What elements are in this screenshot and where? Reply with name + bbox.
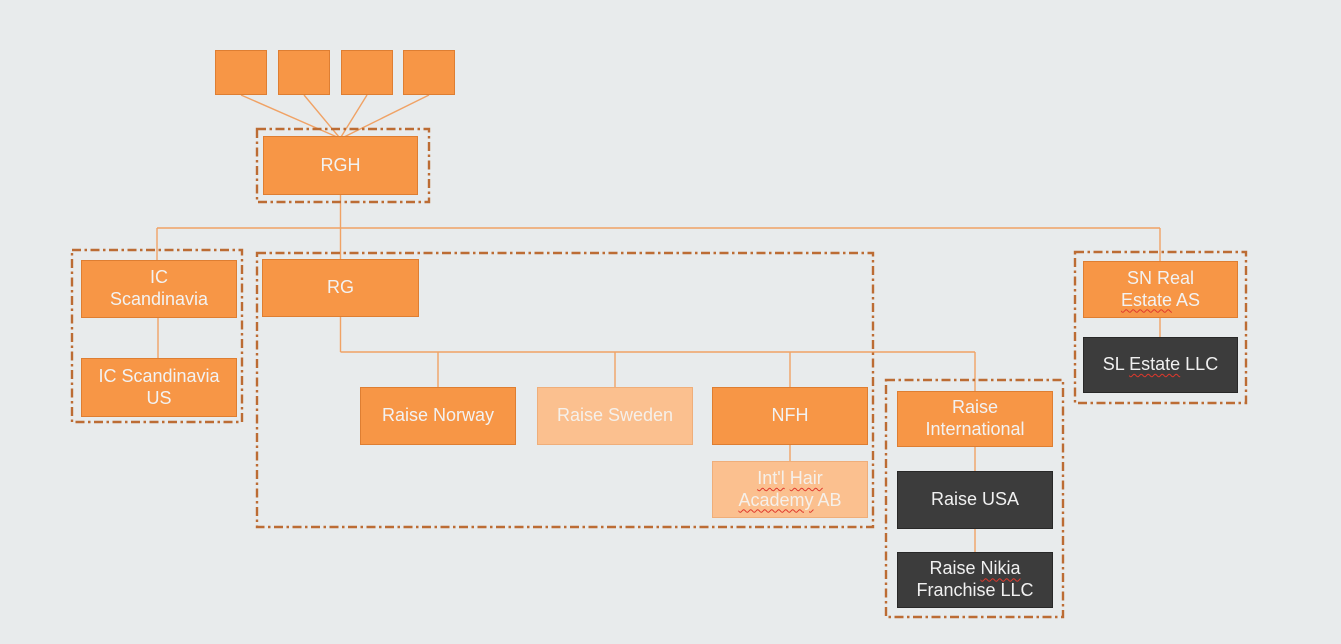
node-rg[interactable]: RG bbox=[262, 259, 419, 317]
node-sl-estate-llc[interactable]: SL Estate LLC bbox=[1083, 337, 1238, 393]
node-rgh[interactable]: RGH bbox=[263, 136, 418, 195]
node-raise-usa[interactable]: Raise USA bbox=[897, 471, 1053, 529]
shareholder-box-2[interactable] bbox=[278, 50, 330, 95]
shareholder-box-1[interactable] bbox=[215, 50, 267, 95]
node-raise-sweden[interactable]: Raise Sweden bbox=[537, 387, 693, 445]
node-nfh[interactable]: NFH bbox=[712, 387, 868, 445]
connector-square3-rgh bbox=[340, 94, 368, 138]
connector-square4-rgh bbox=[343, 94, 430, 138]
connector-square2-rgh bbox=[303, 94, 340, 138]
shareholder-box-3[interactable] bbox=[341, 50, 393, 95]
connector-square1-rgh bbox=[240, 94, 338, 138]
node-raise-norway[interactable]: Raise Norway bbox=[360, 387, 516, 445]
shareholder-box-4[interactable] bbox=[403, 50, 455, 95]
